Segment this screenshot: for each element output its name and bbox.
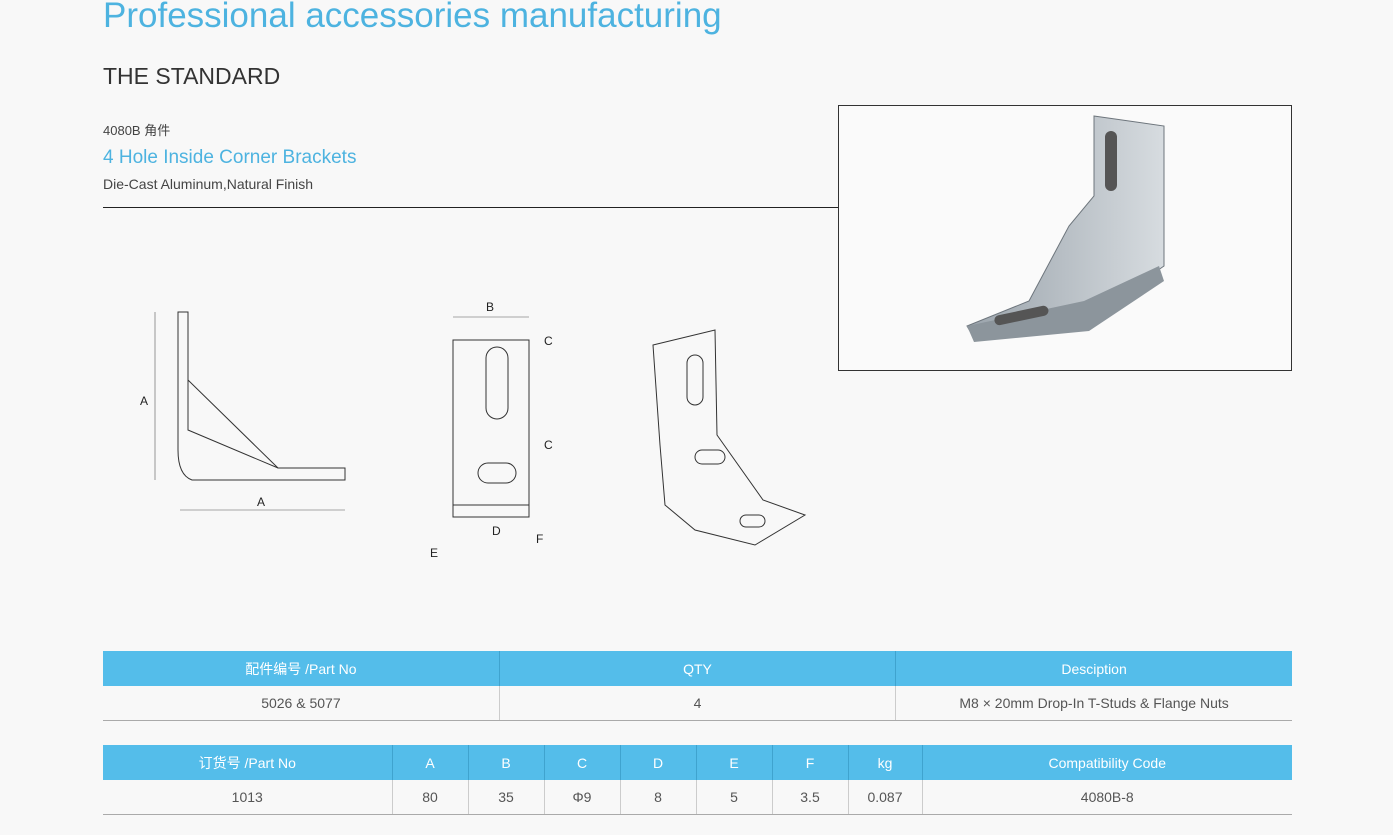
cell: 5026 & 5077 bbox=[103, 686, 500, 721]
cell: 35 bbox=[467, 780, 544, 815]
cell: 1013 bbox=[103, 780, 392, 815]
dim-label-c-bottom: C bbox=[544, 438, 553, 452]
col-header: B bbox=[467, 745, 544, 780]
dim-label-a-horizontal: A bbox=[257, 495, 265, 509]
cell: 0.087 bbox=[847, 780, 922, 815]
col-header: F bbox=[771, 745, 848, 780]
col-header: D bbox=[619, 745, 696, 780]
isometric-drawing bbox=[652, 329, 807, 546]
page-title: Professional accessories manufacturing bbox=[103, 0, 722, 35]
cell: 4080B-8 bbox=[921, 780, 1292, 815]
col-header: 订货号 /Part No bbox=[103, 745, 392, 780]
dim-label-f: F bbox=[536, 532, 543, 546]
col-header: A bbox=[391, 745, 468, 780]
col-header: kg bbox=[847, 745, 922, 780]
product-material: Die-Cast Aluminum,Natural Finish bbox=[103, 176, 314, 192]
cell: 8 bbox=[619, 780, 696, 815]
dim-label-e: E bbox=[430, 546, 438, 560]
cell: M8 × 20mm Drop-In T-Studs & Flange Nuts bbox=[895, 686, 1292, 721]
dim-label-d: D bbox=[492, 524, 501, 538]
dim-label-c-top: C bbox=[544, 334, 553, 348]
col-header: E bbox=[695, 745, 772, 780]
product-name: 4 Hole Inside Corner Brackets bbox=[103, 147, 357, 168]
col-header: C bbox=[543, 745, 620, 780]
section-title: THE STANDARD bbox=[103, 63, 281, 89]
dim-label-a-vertical: A bbox=[140, 394, 148, 408]
cell: 4 bbox=[498, 686, 896, 721]
divider bbox=[103, 207, 838, 208]
front-view-drawing: B C C D E F bbox=[430, 300, 553, 560]
col-header: 配件编号 /Part No bbox=[103, 651, 500, 686]
bracket-photo-image bbox=[966, 115, 1165, 342]
col-header: Compatibility Code bbox=[921, 745, 1292, 780]
cell: 80 bbox=[391, 780, 468, 815]
cell: 5 bbox=[695, 780, 772, 815]
dim-label-b: B bbox=[486, 300, 494, 314]
side-view-drawing: A A bbox=[140, 311, 346, 511]
product-code: 4080B 角件 bbox=[103, 123, 171, 138]
col-header: Desciption bbox=[895, 651, 1292, 686]
col-header: QTY bbox=[498, 651, 896, 686]
cell: 3.5 bbox=[771, 780, 848, 815]
product-photo bbox=[838, 105, 1292, 371]
cell: Φ9 bbox=[543, 780, 620, 815]
